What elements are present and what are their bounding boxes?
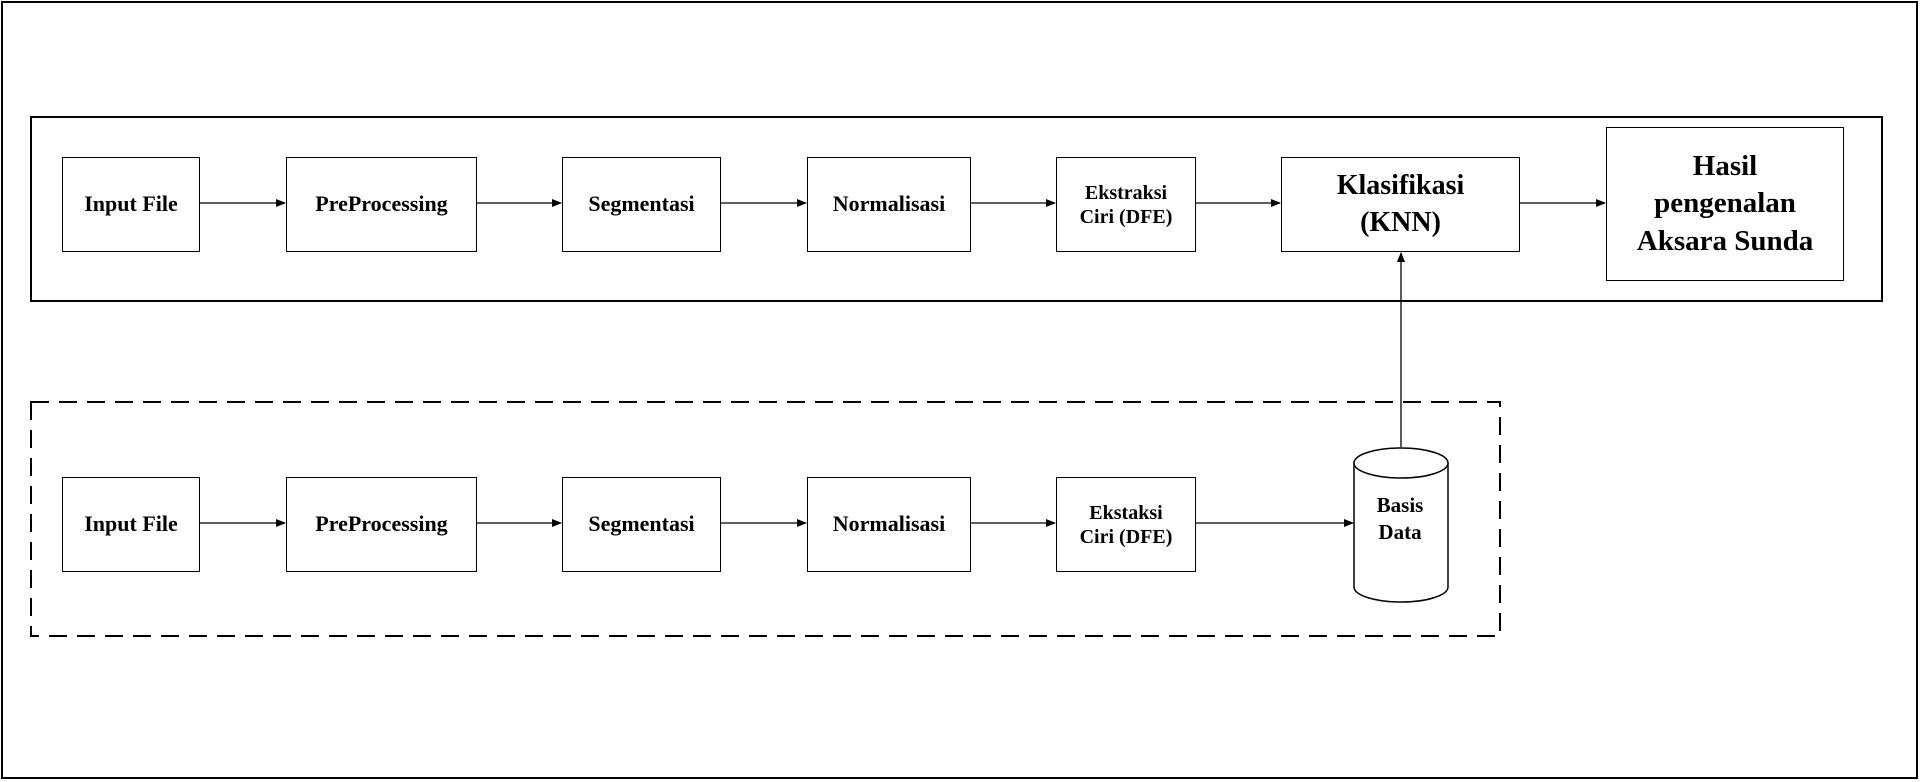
top-step-normalisasi: Normalisasi — [807, 157, 971, 252]
bottom-step-ekstaksi-ciri: Ekstaksi Ciri (DFE) — [1056, 477, 1196, 572]
top-step-input-file: Input File — [62, 157, 200, 252]
top-step-segmentasi: Segmentasi — [562, 157, 721, 252]
bottom-step-input-file: Input File — [62, 477, 200, 572]
recognition-result-box: Hasil pengenalan Aksara Sunda — [1606, 127, 1844, 281]
database-cylinder-icon — [1353, 447, 1449, 603]
bottom-step-preprocessing: PreProcessing — [286, 477, 477, 572]
top-step-preprocessing: PreProcessing — [286, 157, 477, 252]
top-step-ekstraksi-ciri: Ekstraksi Ciri (DFE) — [1056, 157, 1196, 252]
recognition-group-frame — [30, 116, 1883, 302]
training-group-frame — [30, 401, 1501, 637]
bottom-step-segmentasi: Segmentasi — [562, 477, 721, 572]
database-label: Basis Data — [1376, 493, 1424, 545]
top-step-klasifikasi-knn: Klasifikasi (KNN) — [1281, 157, 1520, 252]
bottom-step-normalisasi: Normalisasi — [807, 477, 971, 572]
